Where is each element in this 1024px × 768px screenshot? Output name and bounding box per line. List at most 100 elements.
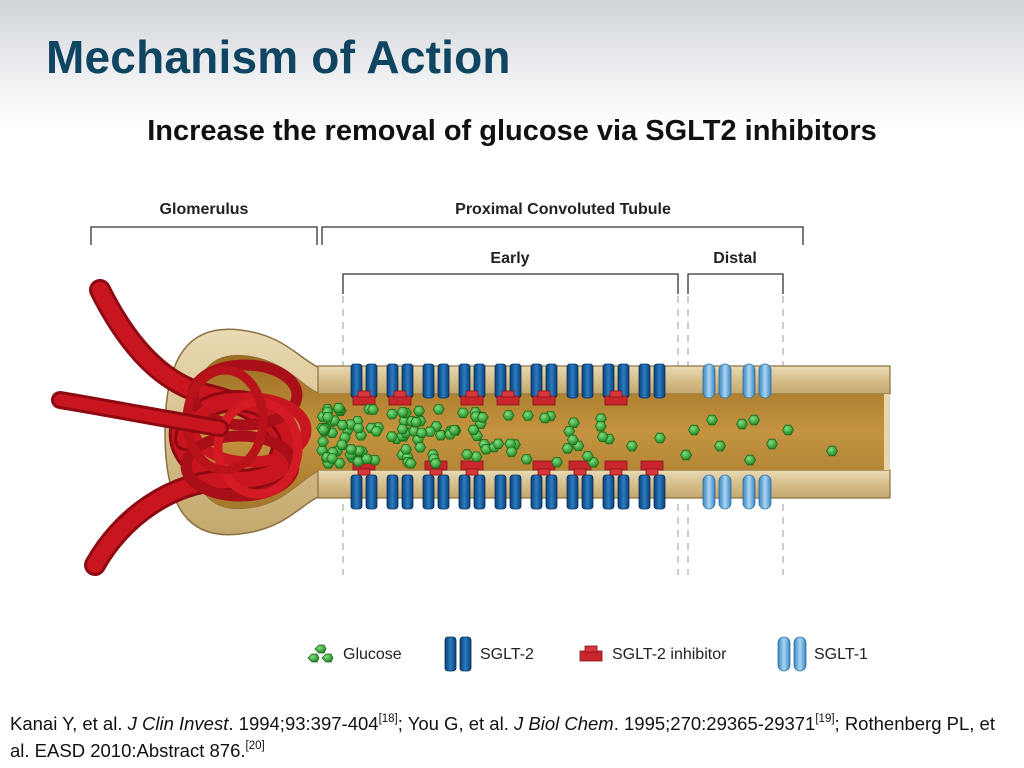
sglt2-transporter: [638, 474, 666, 510]
glucose-molecule: [688, 424, 700, 436]
glucose-molecule: [429, 458, 442, 469]
glucose-molecule: [317, 436, 330, 447]
glucose-molecule: [581, 450, 594, 462]
glucose-molecule: [567, 417, 580, 429]
glucose-molecule: [461, 449, 474, 460]
glucose-molecule: [566, 434, 579, 446]
glucose-molecule: [396, 407, 409, 418]
glomerulus-capillaries: [51, 279, 312, 576]
bracket-tubule: [321, 226, 804, 245]
glucose-molecule: [457, 407, 470, 419]
sglt2-transporter: [566, 363, 594, 399]
sglt2-transporter: [350, 474, 378, 510]
sglt1-icon: [777, 636, 807, 672]
bracket-glomerulus: [90, 226, 318, 245]
sglt2-transporter: [422, 474, 450, 510]
glucose-molecule: [448, 424, 461, 436]
glucose-molecule: [626, 440, 638, 452]
glucose-icon: [307, 644, 334, 663]
slide-subtitle: Increase the removal of glucose via SGLT…: [147, 115, 877, 147]
glucose-molecule: [415, 427, 428, 439]
citation: Kanai Y, et al. J Clin Invest. 1994;93:3…: [10, 713, 995, 761]
glucose-molecule: [400, 444, 412, 455]
glucose-molecule: [345, 444, 358, 455]
glucose-molecule: [326, 453, 339, 464]
sglt2-transporter: [458, 363, 486, 399]
glucose-molecule: [336, 419, 349, 431]
glucose-molecule: [502, 410, 515, 421]
glucose-molecule: [520, 454, 533, 465]
label-distal: Distal: [713, 250, 757, 267]
glucose-molecule: [492, 438, 505, 450]
glucose-molecule: [414, 442, 427, 453]
sglt2-transporter: [458, 474, 486, 510]
glucose-particles: [316, 402, 838, 469]
glucose-molecule: [563, 426, 576, 437]
glucose-molecule: [370, 426, 383, 437]
glucose-molecule: [467, 424, 480, 436]
label-tubule: Proximal Convoluted Tubule: [455, 201, 671, 218]
glucose-molecule: [561, 443, 574, 454]
sglt1-transporter: [702, 363, 732, 399]
sglt2-transporter: [638, 363, 666, 399]
glucose-molecule: [396, 423, 409, 435]
sglt2-inhibitor: [388, 390, 412, 406]
glucose-molecule: [476, 412, 489, 423]
label-glomerulus: Glomerulus: [160, 201, 249, 218]
glucose-molecule: [352, 456, 365, 467]
sglt2-transporter: [386, 474, 414, 510]
sglt2-transporter: [494, 474, 522, 510]
glucose-molecule: [706, 414, 718, 426]
sglt2-transporter: [494, 363, 522, 399]
sglt1-transporter: [742, 363, 772, 399]
sglt2-inhibitor: [604, 460, 628, 476]
glucose-molecule: [336, 439, 348, 451]
glucose-molecule: [410, 416, 423, 428]
sglt2-inhibitor: [532, 390, 556, 406]
glucose-molecule: [522, 410, 534, 421]
sglt2-transporter: [350, 363, 378, 399]
sglt2-inhibitor: [604, 390, 628, 406]
label-early: Early: [490, 250, 529, 267]
legend-inhibitor-label: SGLT-2 inhibitor: [612, 646, 727, 663]
glucose-molecule: [434, 430, 447, 441]
glucose-molecule: [386, 408, 399, 420]
glucose-molecule: [748, 414, 760, 426]
sglt2-inhibitor: [352, 390, 376, 406]
glucose-molecule: [404, 458, 417, 469]
glucose-molecule: [321, 411, 334, 423]
glucose-molecule: [432, 404, 445, 415]
slide-title: Mechanism of Action: [46, 31, 511, 83]
glucose-molecule: [385, 431, 398, 442]
glucose-molecule: [352, 422, 365, 434]
glucose-molecule: [744, 454, 756, 466]
legend-sglt2-label: SGLT-2: [480, 646, 534, 663]
sglt2-inhibitor-icon: [579, 645, 603, 662]
transporters: [350, 363, 772, 510]
sglt1-transporter: [742, 474, 772, 510]
glucose-molecule: [470, 451, 483, 462]
glucose-molecule: [654, 432, 666, 444]
bracket-distal: [687, 273, 784, 294]
sglt2-inhibitor: [460, 460, 484, 476]
glucose-molecule: [361, 453, 373, 465]
glucose-molecule: [594, 420, 607, 432]
legend: Glucose SGLT-2 SGLT-2 inhibitor SGLT-1: [307, 636, 868, 672]
legend-glucose-label: Glucose: [343, 646, 402, 663]
glucose-molecule: [826, 445, 838, 457]
sglt2-inhibitor: [640, 460, 664, 476]
glucose-molecule: [413, 405, 426, 417]
sglt2-transporter: [422, 363, 450, 399]
sglt2-transporter: [530, 474, 558, 510]
bracket-early: [342, 273, 679, 294]
glucose-molecule: [505, 446, 518, 458]
sglt2-icon: [444, 636, 472, 672]
sglt1-transporter: [702, 474, 732, 510]
glucose-molecule: [317, 424, 330, 435]
sglt2-transporter: [602, 474, 630, 510]
glucose-molecule: [367, 404, 379, 415]
nephron-diagram: Glomerulus Proximal Convoluted Tubule Ea…: [51, 201, 891, 672]
glucose-molecule: [332, 402, 345, 414]
glucose-molecule: [766, 438, 778, 450]
legend-sglt1-label: SGLT-1: [814, 646, 868, 663]
